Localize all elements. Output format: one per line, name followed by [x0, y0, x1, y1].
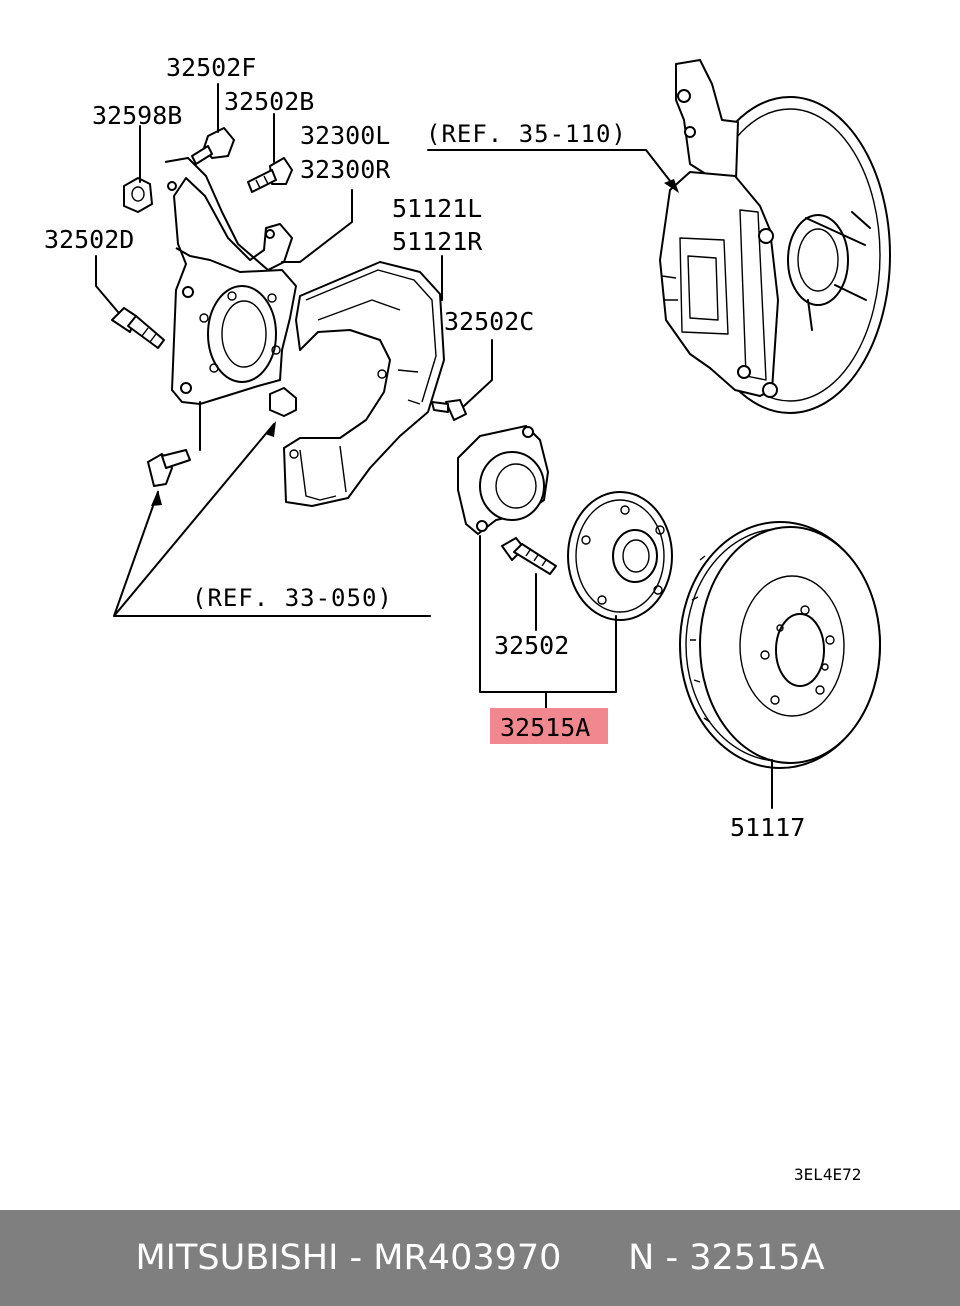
label-32502C: 32502C: [444, 307, 534, 336]
leader-ref35: [427, 149, 675, 187]
label-51121L: 51121L: [392, 194, 482, 223]
nut-32598B: [123, 177, 153, 213]
label-32300R: 32300R: [300, 155, 391, 184]
label-32515A: 32515A: [500, 713, 590, 742]
leader-32300: [281, 189, 353, 263]
leader-ref33: [113, 401, 431, 617]
leader-32515A: [479, 535, 617, 709]
leader-32502C: [463, 339, 493, 407]
bolt-32502: [501, 537, 557, 575]
highlight-32515A: [490, 708, 608, 744]
label-51117: 51117: [730, 813, 805, 842]
label-51121R: 51121R: [392, 227, 483, 256]
label-32300L: 32300L: [300, 121, 390, 150]
footer-bar: MITSUBISHI - MR403970 N - 32515A: [0, 1210, 960, 1306]
wheel-hub: [567, 491, 673, 621]
bolt-32502C: [431, 399, 467, 421]
dust-shield: [283, 261, 445, 507]
label-32502F: 32502F: [166, 53, 256, 82]
diagram-code: 3EL4E72: [794, 1165, 861, 1184]
bolt-32502F: [191, 127, 235, 165]
ref-33-050: (REF. 33-050): [192, 584, 393, 612]
bolt-lower-mid: [269, 387, 297, 417]
leader-32502D: [95, 255, 119, 313]
ref-35-110: (REF. 35-110): [426, 120, 627, 148]
label-32598B: 32598B: [92, 101, 182, 130]
bolt-32502D: [111, 307, 165, 349]
hub-bearing-housing: [457, 425, 549, 535]
label-32502D: 32502D: [44, 225, 134, 254]
footer-text: MITSUBISHI - MR403970 N - 32515A: [135, 1238, 825, 1278]
brake-disc: [679, 521, 881, 769]
parts-diagram: 32502F 32598B 32502B 32300L 32300R 51121…: [44, 53, 891, 1184]
label-32502: 32502: [494, 631, 569, 660]
steering-knuckle: [164, 157, 297, 405]
brake-caliper-assembly: [659, 59, 891, 414]
bolt-32502B: [247, 157, 293, 193]
bolt-lower-left: [147, 449, 191, 487]
label-32502B: 32502B: [224, 87, 314, 116]
